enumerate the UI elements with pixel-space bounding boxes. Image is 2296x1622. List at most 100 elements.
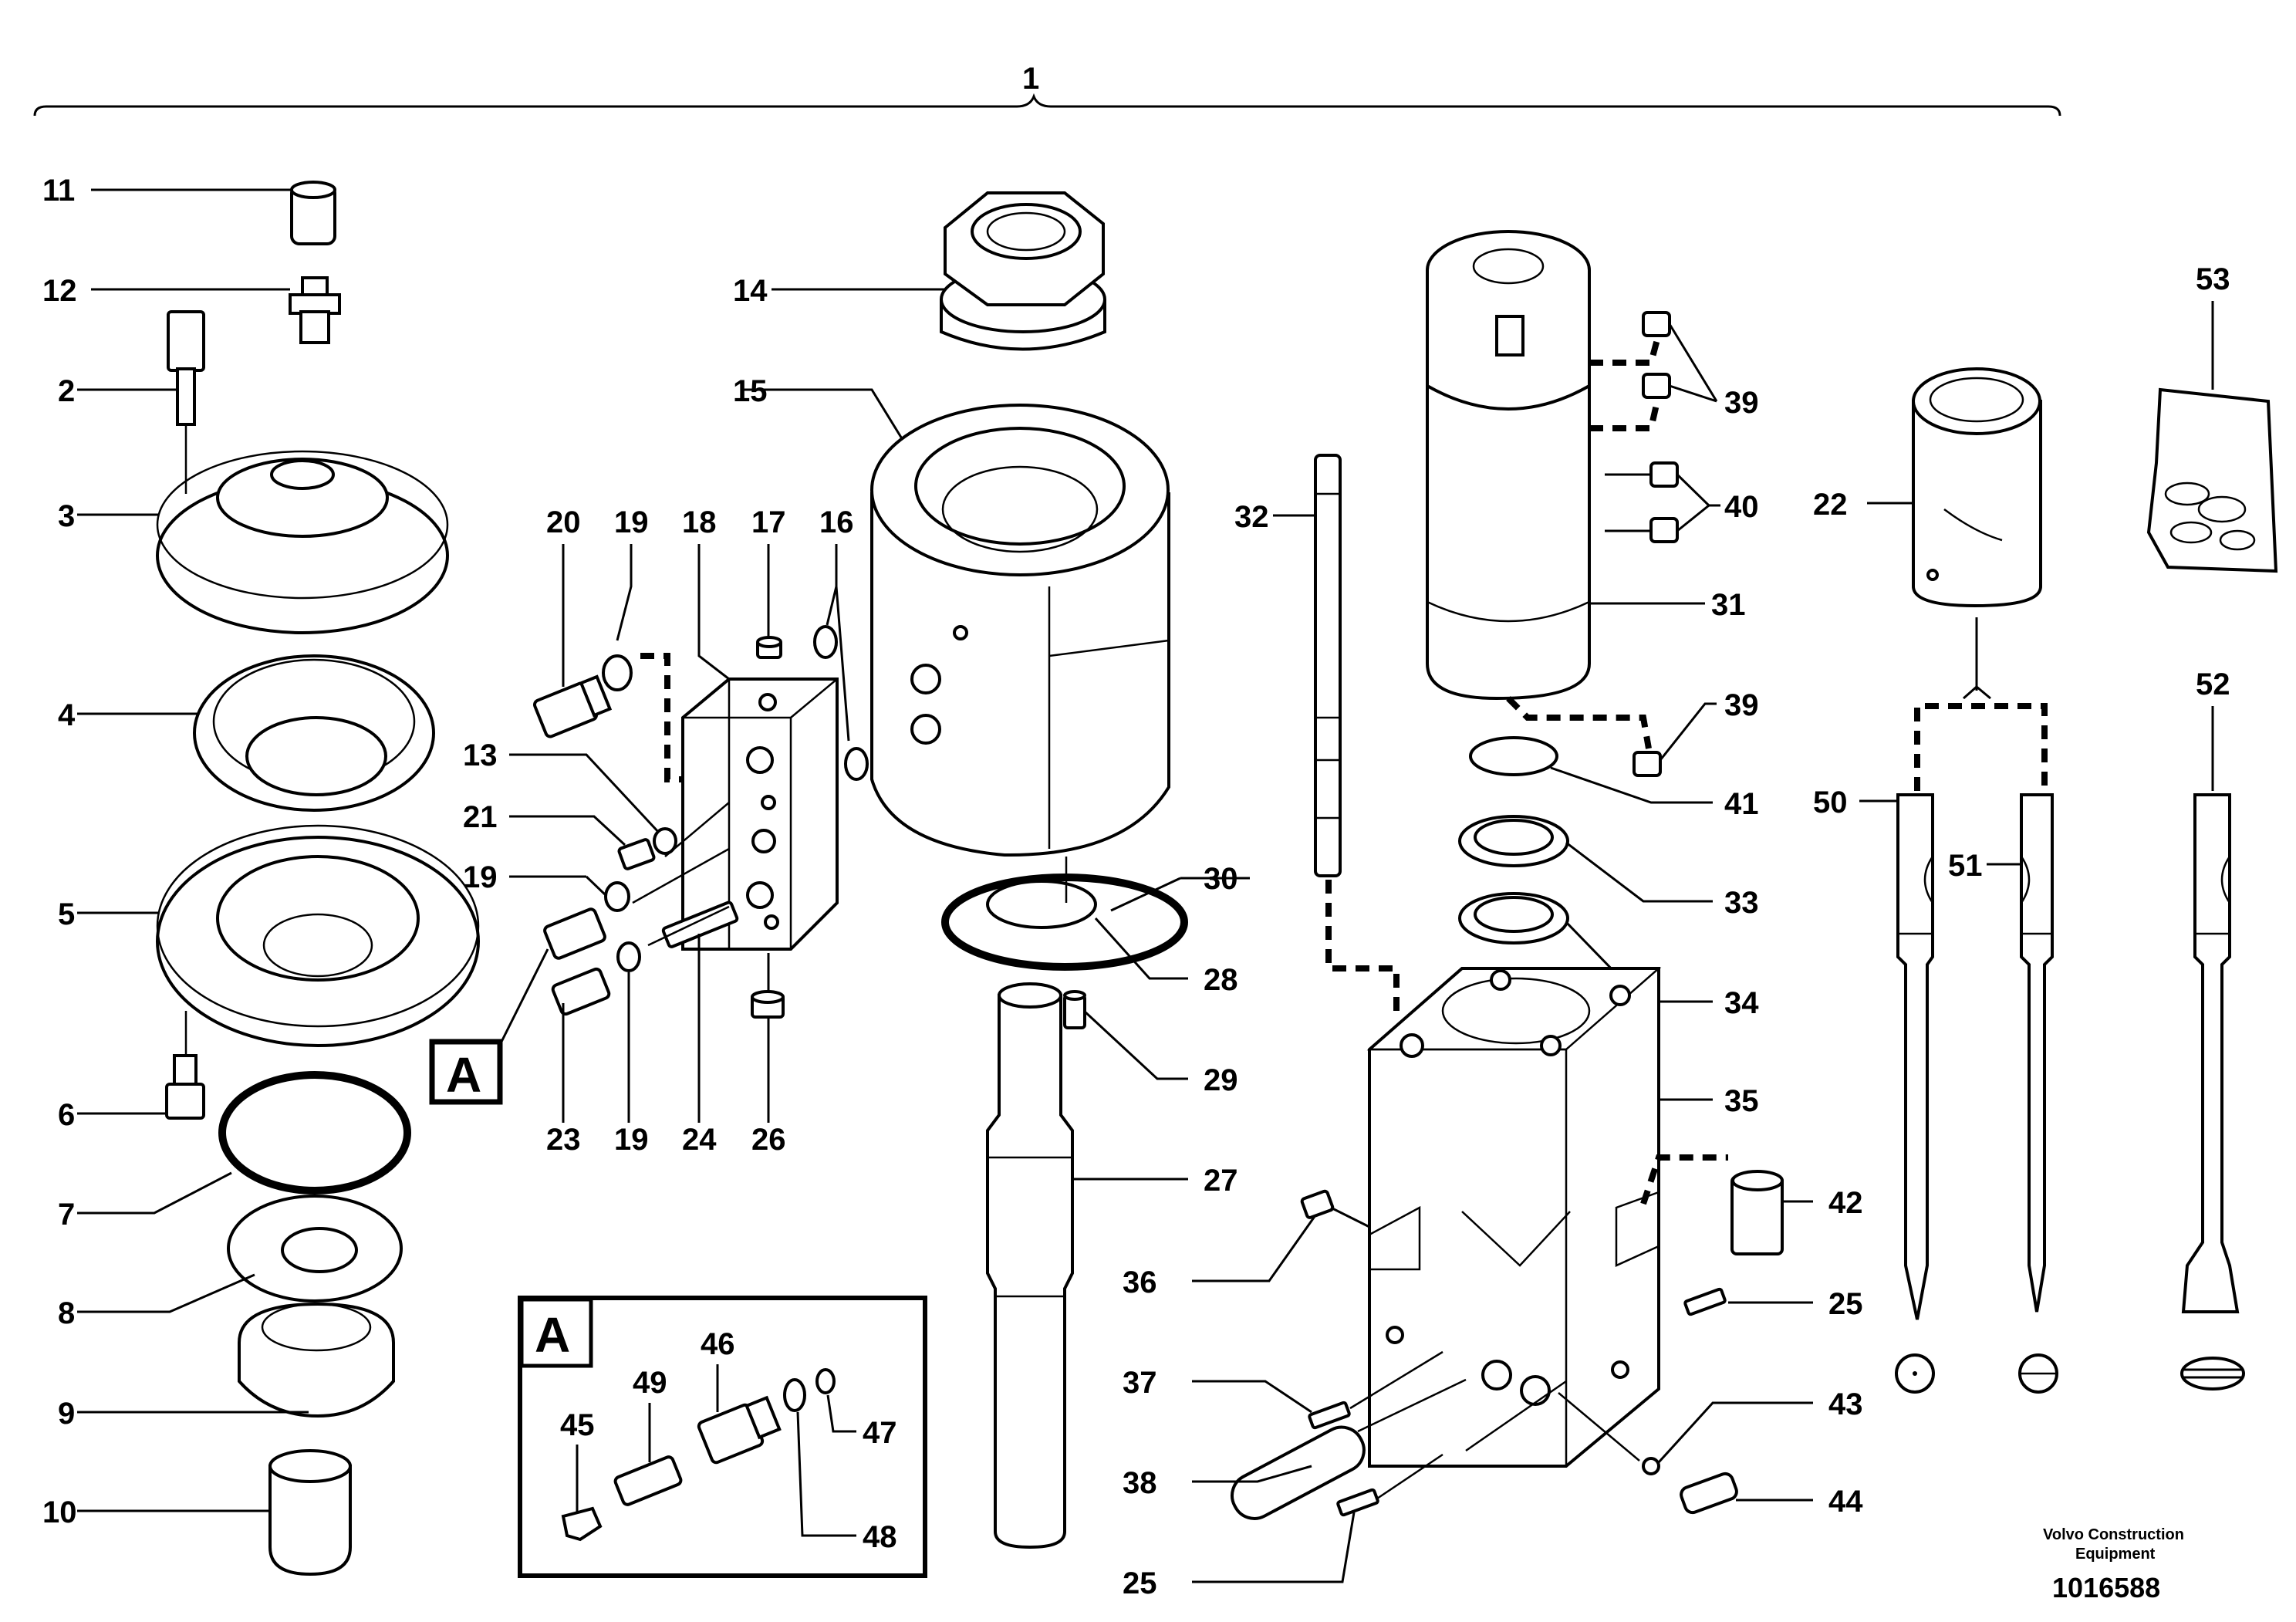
- part-15-cylinder: [870, 404, 1170, 857]
- label-33: 33: [1724, 886, 1759, 920]
- part-48-o-ring: [783, 1378, 806, 1412]
- label-19c: 19: [614, 1123, 649, 1157]
- part-11-cap: [290, 181, 336, 245]
- symbol-wide-chisel: [2180, 1357, 2245, 1391]
- part-a-fitting: [543, 907, 606, 960]
- label-47: 47: [863, 1416, 897, 1450]
- part-30-o-ring: [941, 874, 1188, 971]
- label-28: 28: [1204, 963, 1238, 997]
- symbol-chisel: [2018, 1353, 2058, 1394]
- label-41: 41: [1724, 787, 1759, 821]
- part-32-control-rod: [1314, 454, 1342, 877]
- label-2: 2: [58, 374, 75, 408]
- part-23-fitting: [551, 967, 611, 1016]
- footer-company-line2: Equipment: [2075, 1546, 2156, 1563]
- footer-company-line1: Volvo Construction: [2043, 1526, 2184, 1543]
- label-11: 11: [42, 174, 75, 208]
- part-12-fitting: [289, 276, 341, 344]
- label-34: 34: [1724, 986, 1759, 1020]
- part-47-o-ring: [815, 1368, 836, 1394]
- label-49: 49: [633, 1366, 667, 1400]
- label-10: 10: [42, 1495, 77, 1529]
- part-50-tool-moil: [1896, 793, 1934, 1320]
- label-5: 5: [58, 897, 75, 931]
- part-29-pin: [1063, 990, 1086, 1029]
- label-20: 20: [546, 505, 581, 539]
- label-50: 50: [1813, 786, 1848, 819]
- label-45: 45: [560, 1408, 595, 1442]
- label-29: 29: [1204, 1063, 1238, 1097]
- part-18-valve-block: [681, 678, 839, 951]
- part-21-plug: [617, 838, 656, 870]
- label-46: 46: [701, 1327, 735, 1361]
- label-32: 32: [1234, 500, 1269, 534]
- part-25-pin-b: [1336, 1488, 1379, 1517]
- part-5-damper-ring: [156, 824, 480, 1047]
- part-27-piston: [986, 982, 1074, 1549]
- part-25-pin-a: [1683, 1287, 1727, 1316]
- part-9-crown-valve: [238, 1302, 395, 1418]
- part-42-nut: [1730, 1170, 1784, 1255]
- label-4: 4: [58, 698, 76, 732]
- part-7-o-ring: [218, 1071, 411, 1195]
- part-40-pins: [1649, 461, 1679, 543]
- part-20-fitting: [532, 674, 613, 738]
- label-15: 15: [733, 374, 768, 408]
- label-43: 43: [1828, 1387, 1863, 1421]
- part-33-seal: [1458, 815, 1569, 867]
- part-49-screw: [613, 1455, 683, 1506]
- part-10-bushing: [268, 1449, 352, 1576]
- label-53: 53: [2196, 262, 2230, 296]
- label-35: 35: [1724, 1084, 1759, 1118]
- part-26-plug: [751, 990, 785, 1019]
- part-34-seal: [1458, 892, 1569, 944]
- assembly-brace: [33, 93, 2061, 117]
- label-25b: 25: [1123, 1566, 1157, 1600]
- label-23: 23: [546, 1123, 581, 1157]
- part-2-bolt: [167, 310, 205, 426]
- label-16: 16: [819, 505, 854, 539]
- part-38-cylinder-pin: [1231, 1425, 1366, 1520]
- label-31: 31: [1711, 588, 1746, 622]
- label-37: 37: [1123, 1366, 1157, 1400]
- label-21: 21: [463, 800, 498, 834]
- part-8-washer: [227, 1195, 403, 1303]
- label-30: 30: [1204, 862, 1238, 896]
- label-42: 42: [1828, 1186, 1863, 1220]
- label-38: 38: [1123, 1466, 1157, 1500]
- label-14: 14: [733, 274, 768, 308]
- part-17-plug: [756, 636, 782, 659]
- part-53-seal-kit-bag: [2146, 387, 2278, 573]
- part-24-bolt: [661, 901, 739, 948]
- label-40: 40: [1724, 490, 1759, 524]
- part-36-nipple: [1300, 1189, 1335, 1219]
- label-39a: 39: [1724, 386, 1759, 420]
- detail-letter: A: [535, 1307, 570, 1363]
- part-4-bowl-seal: [193, 654, 435, 812]
- label-26: 26: [751, 1123, 786, 1157]
- part-41-ring: [1469, 736, 1558, 776]
- label-12: 12: [42, 274, 77, 308]
- label-25a: 25: [1828, 1287, 1863, 1321]
- part-52-tool-wide-chisel: [2181, 793, 2240, 1313]
- part-37-pin: [1308, 1401, 1351, 1430]
- label-19a: 19: [614, 505, 649, 539]
- label-9: 9: [58, 1397, 75, 1431]
- label-3: 3: [58, 499, 75, 533]
- part-6-screw: [165, 1054, 205, 1120]
- part-39-set-screw-a: [1642, 311, 1671, 337]
- part-44-plug: [1680, 1472, 1738, 1515]
- drawing-number: 1016588: [2052, 1572, 2160, 1603]
- part-45-nut: [561, 1506, 603, 1542]
- label-52: 52: [2196, 667, 2230, 701]
- label-36: 36: [1123, 1265, 1157, 1299]
- part-39-set-screw-c: [1633, 751, 1662, 777]
- part-19-o-ring-c: [616, 941, 641, 972]
- part-35-cylinder-block: [1366, 967, 1662, 1468]
- part-28-seal: [986, 880, 1097, 929]
- part-3-front-cover: [156, 450, 449, 634]
- label-44: 44: [1828, 1485, 1863, 1519]
- part-43-ball: [1642, 1457, 1660, 1475]
- detail-letter: A: [446, 1047, 481, 1103]
